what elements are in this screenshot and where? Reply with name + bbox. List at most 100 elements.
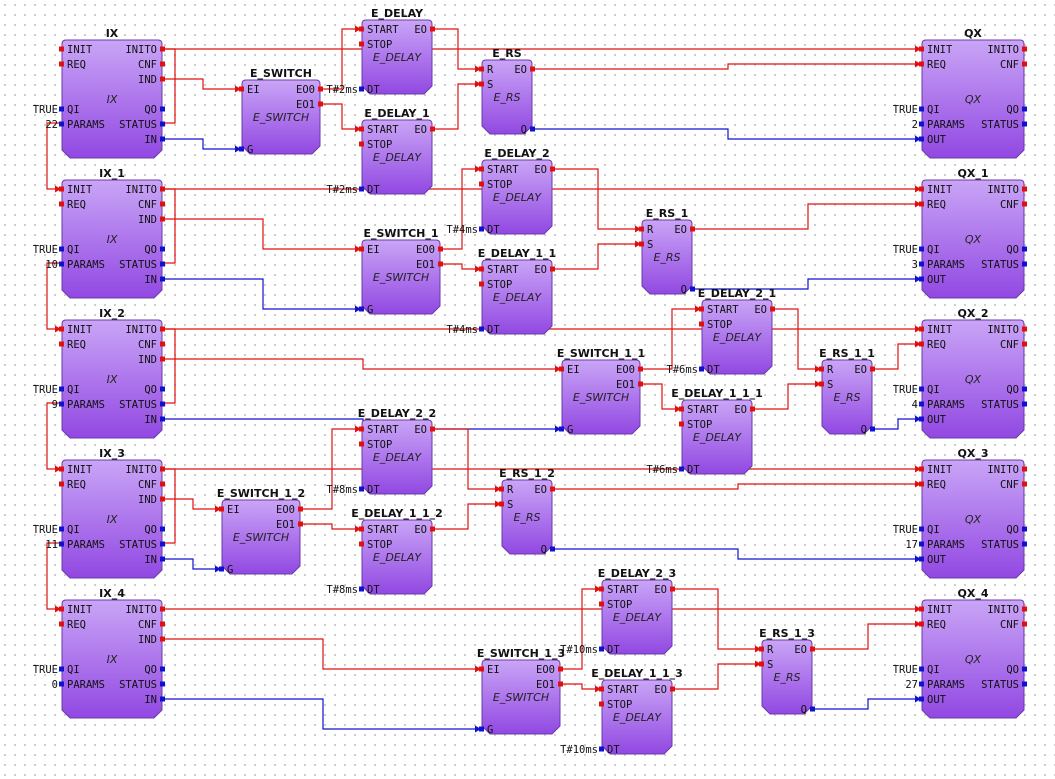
input-port-out[interactable] — [919, 416, 924, 422]
input-port-params[interactable] — [59, 261, 64, 267]
input-port-qi[interactable] — [59, 386, 64, 392]
input-port-req[interactable] — [59, 621, 64, 627]
output-port-inito[interactable] — [1022, 186, 1027, 192]
parameter-value[interactable]: 10 — [45, 259, 58, 271]
output-port-qo[interactable] — [1022, 106, 1027, 112]
function-block-qx-3[interactable]: QX_3QXINITREQQITRUEPARAMS17OUTINITOCNFQO… — [893, 447, 1027, 579]
connection-data-wire[interactable] — [875, 418, 917, 430]
input-port-qi[interactable] — [59, 246, 64, 252]
output-port-eo[interactable] — [430, 426, 435, 432]
output-port-eo0[interactable] — [558, 666, 563, 672]
output-port-cnf[interactable] — [1022, 201, 1027, 207]
input-port-qi[interactable] — [919, 246, 924, 252]
block-body[interactable] — [221, 499, 301, 575]
output-port-status[interactable] — [160, 261, 165, 267]
output-port-status[interactable] — [160, 541, 165, 547]
output-port-cnf[interactable] — [1022, 61, 1027, 67]
output-port-eo[interactable] — [870, 366, 875, 372]
connection-event-wire[interactable] — [643, 308, 697, 370]
block-body[interactable] — [921, 459, 1025, 579]
output-port-ind[interactable] — [160, 216, 165, 222]
output-port-eo0[interactable] — [638, 366, 643, 372]
block-body[interactable] — [361, 239, 441, 315]
input-port-req[interactable] — [59, 481, 64, 487]
input-port-dt[interactable] — [479, 226, 484, 232]
parameter-value[interactable]: TRUE — [893, 384, 918, 396]
input-port-params[interactable] — [59, 541, 64, 547]
input-port-ei[interactable] — [479, 666, 484, 672]
block-body[interactable] — [61, 39, 163, 159]
input-port-start[interactable] — [359, 526, 364, 532]
input-port-dt[interactable] — [359, 186, 364, 192]
function-block-ix-2[interactable]: IX_2IXINITREQQITRUEPARAMS9INITOCNFINDQOS… — [33, 307, 165, 439]
output-port-ind[interactable] — [160, 356, 165, 362]
connection-event-wire[interactable] — [443, 168, 477, 250]
output-port-cnf[interactable] — [160, 621, 165, 627]
input-port-init[interactable] — [59, 186, 64, 192]
output-port-status[interactable] — [160, 681, 165, 687]
connection-event-wire[interactable] — [643, 383, 677, 410]
block-body[interactable] — [601, 679, 673, 755]
output-port-eo[interactable] — [550, 166, 555, 172]
output-port-qo[interactable] — [1022, 666, 1027, 672]
block-body[interactable] — [701, 299, 773, 375]
input-port-params[interactable] — [59, 401, 64, 407]
output-port-cnf[interactable] — [160, 61, 165, 67]
parameter-value[interactable]: T#2ms — [326, 84, 358, 96]
input-port-dt[interactable] — [359, 486, 364, 492]
input-port-dt[interactable] — [359, 86, 364, 92]
input-port-init[interactable] — [59, 46, 64, 52]
connection-event-wire[interactable] — [165, 78, 237, 90]
input-port-stop[interactable] — [359, 41, 364, 47]
output-port-ind[interactable] — [160, 636, 165, 642]
function-block-qx-1[interactable]: QX_1QXINITREQQITRUEPARAMS3OUTINITOCNFQOS… — [893, 167, 1027, 299]
output-port-qo[interactable] — [160, 246, 165, 252]
block-body[interactable] — [61, 179, 163, 299]
parameter-value[interactable]: 11 — [45, 539, 58, 551]
input-port-start[interactable] — [679, 406, 684, 412]
input-port-qi[interactable] — [919, 106, 924, 112]
output-port-status[interactable] — [1022, 681, 1027, 687]
parameter-value[interactable]: T#10ms — [560, 644, 598, 656]
connection-event-wire[interactable] — [435, 28, 477, 70]
connection-event-wire[interactable] — [443, 263, 477, 270]
block-body[interactable] — [561, 359, 641, 435]
parameter-value[interactable]: TRUE — [33, 524, 58, 536]
output-port-eo0[interactable] — [298, 506, 303, 512]
output-port-eo[interactable] — [770, 306, 775, 312]
block-body[interactable] — [61, 319, 163, 439]
input-port-req[interactable] — [919, 481, 924, 487]
function-block-ix-1[interactable]: IX_1IXINITREQQITRUEPARAMS10INITOCNFINDQO… — [33, 167, 165, 299]
input-port-req[interactable] — [59, 341, 64, 347]
input-port-init[interactable] — [919, 46, 924, 52]
output-port-eo[interactable] — [430, 26, 435, 32]
input-port-qi[interactable] — [59, 526, 64, 532]
output-port-qo[interactable] — [160, 666, 165, 672]
input-port-dt[interactable] — [679, 466, 684, 472]
output-port-qo[interactable] — [160, 386, 165, 392]
block-body[interactable] — [601, 579, 673, 655]
output-port-eo[interactable] — [690, 226, 695, 232]
output-port-eo[interactable] — [430, 126, 435, 132]
parameter-value[interactable]: 9 — [52, 399, 58, 411]
connection-event-wire[interactable] — [165, 638, 477, 670]
input-port-stop[interactable] — [479, 281, 484, 287]
input-port-stop[interactable] — [599, 601, 604, 607]
output-port-qo[interactable] — [1022, 526, 1027, 532]
parameter-value[interactable]: T#10ms — [560, 744, 598, 756]
block-body[interactable] — [921, 39, 1025, 159]
connection-event-wire[interactable] — [435, 83, 477, 130]
input-port-stop[interactable] — [479, 181, 484, 187]
output-port-eo[interactable] — [670, 586, 675, 592]
function-block-qx-2[interactable]: QX_2QXINITREQQITRUEPARAMS4OUTINITOCNFQOS… — [893, 307, 1027, 439]
input-port-out[interactable] — [919, 276, 924, 282]
